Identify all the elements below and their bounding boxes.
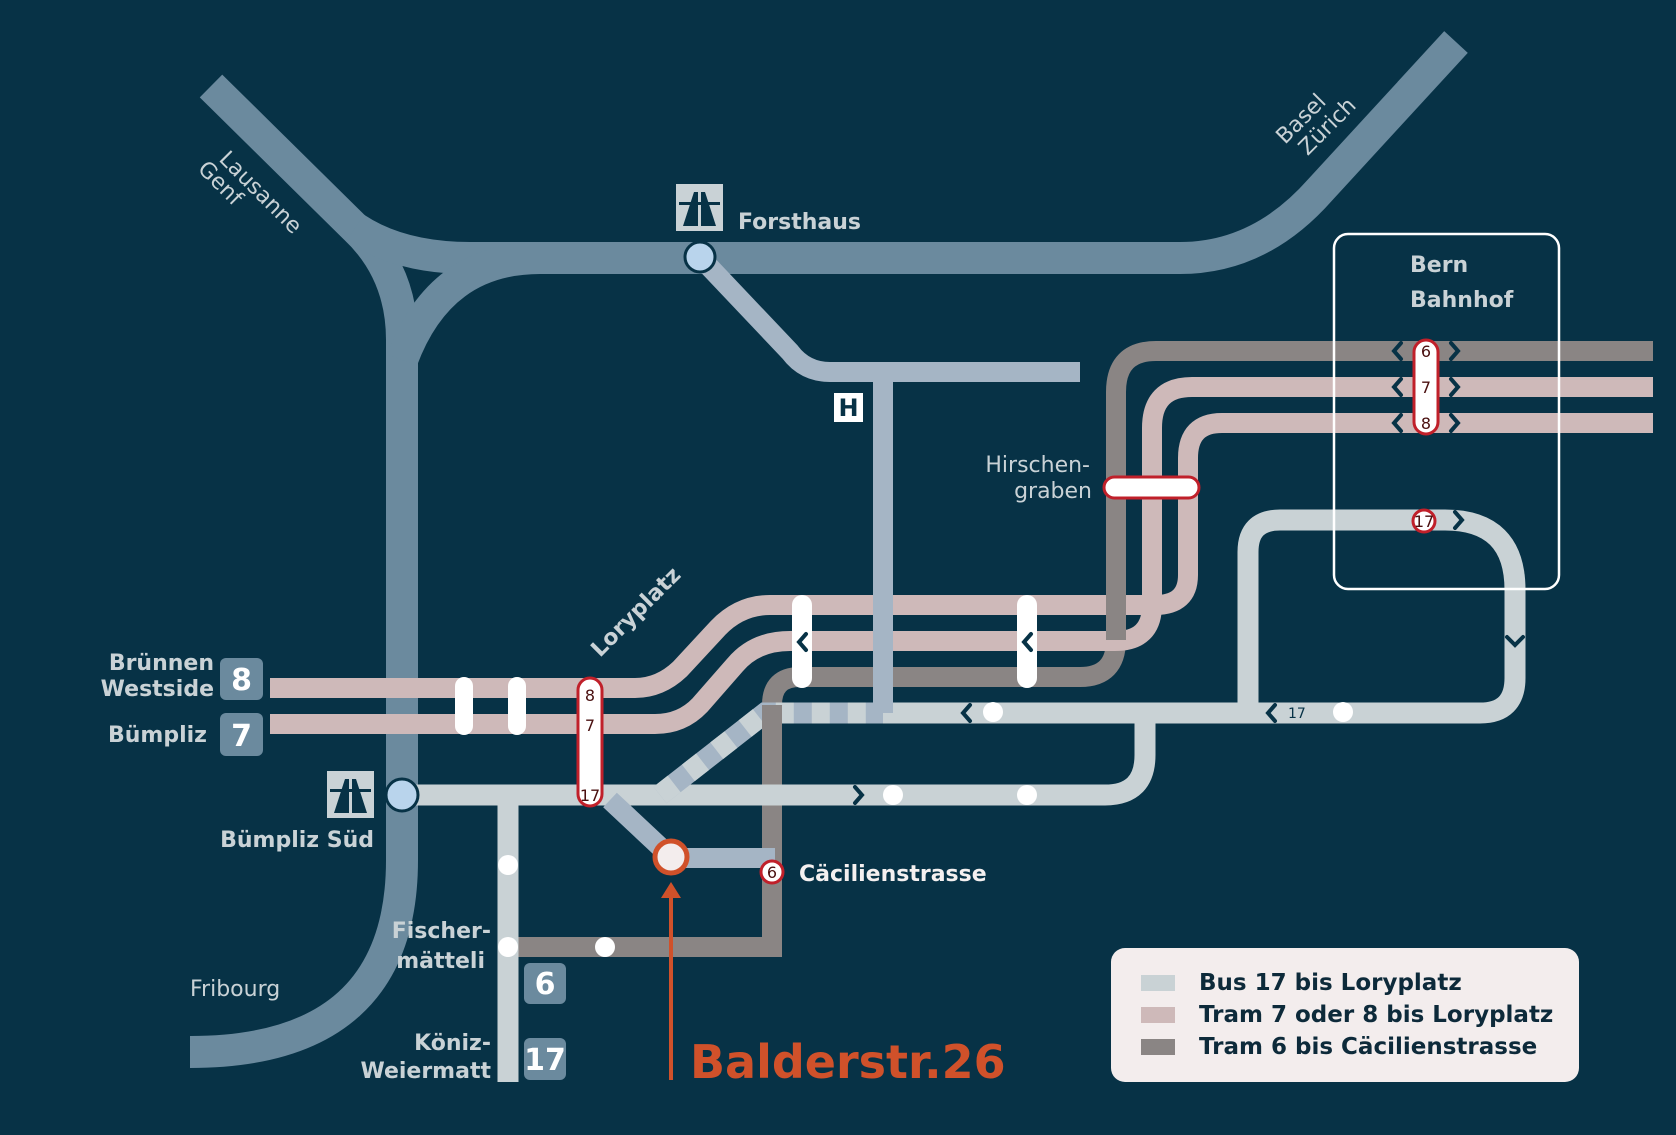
feeder-horizontal — [692, 250, 1080, 382]
stop-dot[interactable] — [983, 702, 1003, 722]
legend-item-tram6: Tram 6 bis Cäcilienstrasse — [1141, 1032, 1537, 1062]
stop-dot[interactable] — [1017, 785, 1037, 805]
label-bern-bahnhof: Bahnhof — [1410, 288, 1514, 313]
tram8-line — [270, 413, 1653, 698]
label-fribourg: Fribourg — [190, 977, 280, 1002]
chevron-left-icon — [1391, 377, 1403, 397]
caecilien-stop[interactable] — [759, 859, 785, 885]
chevron-left-icon — [960, 703, 972, 723]
label-forsthaus: Forsthaus — [738, 210, 861, 235]
legend-swatch — [1141, 1039, 1175, 1055]
feeder-forsthaus — [692, 250, 1080, 382]
chevron-right-icon — [1453, 510, 1465, 530]
stop-dot[interactable] — [498, 855, 518, 875]
bern-bahnhof-area — [1332, 232, 1561, 591]
chevron-left-icon — [1265, 703, 1277, 723]
motorway-sign-icon-buempliz — [327, 771, 374, 818]
legend-label: Tram 7 oder 8 bis Loryplatz — [1199, 1002, 1554, 1028]
legend-swatch — [1141, 975, 1175, 991]
motorway-west-south — [189, 74, 418, 1068]
stop-markers — [455, 595, 1353, 957]
label-fischermaetteli: Fischer- — [392, 919, 491, 944]
motorway-network — [189, 31, 1468, 1068]
badge-tram6 — [524, 963, 566, 1004]
legend-label: Bus 17 bis Loryplatz — [1199, 970, 1462, 996]
label-fischermaetteli: mätteli — [396, 949, 485, 974]
chevron-left-icon — [1021, 632, 1033, 652]
chevron-down-icon — [1505, 635, 1525, 648]
badge-num: 17 — [524, 1043, 566, 1078]
bahnhof-tram-stop[interactable] — [1412, 338, 1440, 436]
label-bruennen-westside: Brünnen — [109, 651, 214, 676]
chevron-left-icon — [796, 632, 808, 652]
pill-num: 7 — [585, 716, 595, 735]
legend-label: Tram 6 bis Cäcilienstrasse — [1199, 1034, 1538, 1060]
stop-dot[interactable] — [595, 937, 615, 957]
destination-marker[interactable] — [652, 838, 690, 876]
pill-num: 8 — [1421, 414, 1431, 433]
chevron-right-icon — [1449, 413, 1461, 433]
bus17-lower — [402, 713, 1156, 806]
stop-pill[interactable] — [508, 677, 526, 735]
direction-arrows — [796, 341, 1525, 805]
legend-item-bus17: Bus 17 bis Loryplatz — [1141, 968, 1462, 998]
chevron-right-icon — [853, 785, 865, 805]
chevron-right-icon — [1449, 377, 1461, 397]
pill-num: 6 — [767, 863, 777, 882]
label-koeniz-weiermatt: Weiermatt — [360, 1059, 491, 1084]
chevron-left-icon — [1391, 341, 1403, 361]
loryplatz-stop[interactable] — [576, 676, 604, 808]
forsthaus-junction[interactable] — [683, 240, 717, 274]
motorway-sign-icon-forsthaus — [676, 184, 723, 231]
destination-label: Balderstr.26 — [690, 1035, 1006, 1089]
hospital-icon — [834, 393, 863, 422]
label-bern-bahnhof: Bern — [1410, 253, 1468, 278]
badge-num: 7 — [231, 719, 252, 754]
pill-num: 17 — [580, 786, 600, 805]
badge-tram8 — [220, 658, 263, 700]
badge-num: 6 — [535, 967, 556, 1002]
motorway-east — [346, 31, 1468, 274]
tram7-line — [270, 377, 1653, 734]
buempliz-sued-junction[interactable] — [384, 777, 420, 813]
label-hirschengraben: Hirschen- — [985, 453, 1090, 478]
legend-swatch — [1141, 1007, 1175, 1023]
label-hirschengraben: graben — [1014, 479, 1092, 504]
label-buempliz-sued: Bümpliz Süd — [220, 828, 374, 853]
bahnhof-bus-stop[interactable] — [1411, 508, 1437, 534]
label-koeniz-weiermatt: Köniz- — [414, 1031, 491, 1056]
label-caecilienstrasse: Cäcilienstrasse — [799, 862, 987, 887]
legend-item-tram78: Tram 7 oder 8 bis Loryplatz — [1141, 1000, 1553, 1030]
bus-loop-label: 17 — [1288, 706, 1306, 722]
hirschengraben-stop[interactable] — [1102, 475, 1201, 500]
chevron-right-icon — [1449, 341, 1461, 361]
tram78-lines — [270, 377, 1653, 734]
pill-num: 8 — [585, 686, 595, 705]
hospital-letter: H — [838, 394, 858, 422]
label-buempliz: Bümpliz — [108, 723, 207, 748]
tram6-upper — [1106, 341, 1653, 595]
stop-dot[interactable] — [498, 937, 518, 957]
arrow-up-icon — [661, 882, 681, 898]
bus17-loop — [765, 509, 1526, 724]
stop-dot[interactable] — [1333, 702, 1353, 722]
label-bruennen-westside: Westside — [101, 677, 214, 702]
badge-tram7 — [220, 713, 263, 756]
stop-dot[interactable] — [883, 785, 903, 805]
stop-pill[interactable] — [455, 677, 473, 735]
pill-num: 7 — [1421, 378, 1431, 397]
pill-num: 6 — [1421, 342, 1431, 361]
pill-num: 17 — [1414, 512, 1434, 531]
motorway-ramp — [387, 242, 541, 366]
badge-num: 8 — [231, 663, 252, 698]
badge-bus17 — [524, 1038, 566, 1080]
legend: Bus 17 bis Loryplatz Tram 7 oder 8 bis L… — [1111, 948, 1579, 1082]
chevron-left-icon — [1391, 413, 1403, 433]
